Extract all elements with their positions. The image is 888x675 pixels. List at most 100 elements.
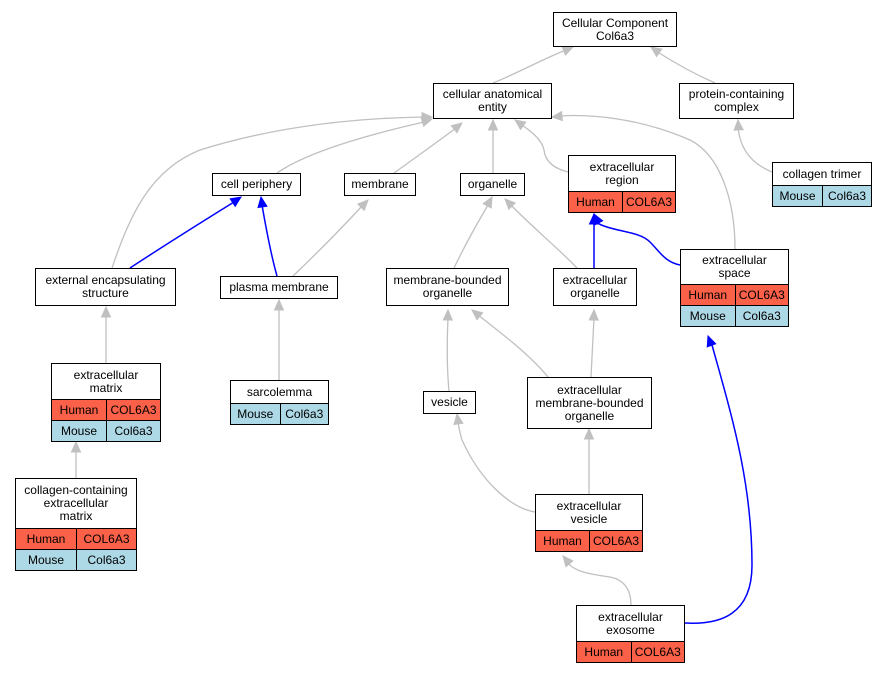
mouse-annotation-row: Mouse Col6a3 xyxy=(681,305,788,326)
edge-ext_organelle-to-organelle xyxy=(504,198,578,269)
mouse-annotation-row: Mouse Col6a3 xyxy=(231,403,328,424)
node-extracellular-vesicle[interactable]: extracellular vesicle Human COL6A3 xyxy=(535,494,643,552)
edge-arrowhead xyxy=(70,440,82,453)
node-external-encapsulating-structure[interactable]: external encapsulating structure xyxy=(35,268,176,306)
gene-cell: COL6A3 xyxy=(630,642,685,662)
edge-arrowhead xyxy=(482,195,493,209)
species-cell: Mouse xyxy=(689,309,726,323)
species-cell: Human xyxy=(543,534,582,548)
edge-arrowhead xyxy=(733,118,744,131)
node-label: collagen trimer xyxy=(782,166,862,181)
species-cell: Mouse xyxy=(779,189,816,203)
node-label: cell periphery xyxy=(220,177,293,191)
edge-line xyxy=(590,317,595,378)
node-membrane[interactable]: membrane xyxy=(344,173,416,196)
node-extracellular-matrix[interactable]: extracellular matrix Human COL6A3 Mouse … xyxy=(51,363,161,442)
node-label: external encapsulating structure xyxy=(45,273,166,300)
edge-arrowhead xyxy=(421,111,434,123)
edge-collagen_trimer-to-pcc xyxy=(733,118,773,173)
node-label: extracellular matrix xyxy=(73,367,139,395)
node-label: sarcolemma xyxy=(246,384,313,399)
gene-cell: COL6A3 xyxy=(106,400,160,420)
edge-ext_vesicle-to-ext_mbo xyxy=(583,427,595,494)
edge-arrowhead xyxy=(562,555,574,568)
node-collagen-trimer[interactable]: collagen trimer Mouse Col6a3 xyxy=(772,162,872,207)
node-protein-containing-complex[interactable]: protein-containing complex xyxy=(679,83,794,119)
species-cell: Human xyxy=(59,403,99,417)
species-cell: Human xyxy=(688,288,728,302)
edge-ext_encap-to-cae xyxy=(111,111,434,269)
gene-cell: Col6a3 xyxy=(76,550,136,570)
node-label: membrane xyxy=(351,177,409,191)
edge-arrowhead xyxy=(100,305,112,318)
node-cellular-anatomical-entity[interactable]: cellular anatomical entity xyxy=(433,83,552,119)
node-extracellular-exosome[interactable]: extracellular exosome Human COL6A3 xyxy=(576,605,685,663)
species-cell: Mouse xyxy=(60,424,98,438)
edge-arrowhead xyxy=(450,122,463,134)
edge-arrowhead xyxy=(504,198,517,211)
node-cellular-component[interactable]: Cellular Component Col6a3 xyxy=(553,12,677,47)
edge-arrowhead xyxy=(453,412,464,426)
human-annotation-row: Human COL6A3 xyxy=(569,191,675,212)
edge-mbo-to-organelle xyxy=(453,195,493,269)
edge-arrowhead xyxy=(550,110,563,122)
gene-cell: Col6a3 xyxy=(279,404,329,424)
node-label: extracellular space xyxy=(702,253,767,280)
mouse-annotation-row: Mouse Col6a3 xyxy=(773,185,871,206)
edge-line xyxy=(559,114,736,250)
gene-cell: COL6A3 xyxy=(76,529,136,549)
species-cell: Mouse xyxy=(27,553,65,567)
node-collagen-containing-extracellular-matrix[interactable]: collagen-containing extracellular matrix… xyxy=(15,478,137,571)
edge-pcc-to-cc_root xyxy=(650,46,716,84)
edge-line xyxy=(737,126,773,173)
gene-cell: Col6a3 xyxy=(106,421,160,441)
node-organelle[interactable]: organelle xyxy=(460,173,525,196)
mouse-annotation-row: Mouse Col6a3 xyxy=(52,420,160,441)
gene-cell: COL6A3 xyxy=(589,531,642,551)
edge-line xyxy=(492,49,567,84)
node-sarcolemma[interactable]: sarcolemma Mouse Col6a3 xyxy=(230,380,329,425)
edge-arrowhead xyxy=(561,46,575,56)
edge-vesicle-to-mbo xyxy=(442,308,454,392)
edge-line xyxy=(393,127,457,174)
human-annotation-row: Human COL6A3 xyxy=(52,399,160,420)
node-extracellular-region[interactable]: extracellular region Human COL6A3 xyxy=(568,155,676,213)
edge-arrowhead xyxy=(588,308,599,321)
edge-plasma_membrane-to-cell_periphery xyxy=(257,195,278,277)
edge-plasma_membrane-to-membrane xyxy=(292,199,369,277)
edge-line xyxy=(276,121,425,174)
edge-arrowhead xyxy=(650,46,663,58)
edge-arrowhead xyxy=(471,309,484,321)
edge-arrowhead xyxy=(442,308,454,321)
human-annotation-row: Human COL6A3 xyxy=(681,284,788,305)
node-extracellular-space[interactable]: extracellular space Human COL6A3 Mouse C… xyxy=(680,249,789,327)
edge-organelle-to-cae xyxy=(487,118,499,173)
gene-cell: Col6a3 xyxy=(822,186,871,206)
edge-line xyxy=(567,562,632,606)
node-cell-periphery[interactable]: cell periphery xyxy=(212,173,301,196)
node-label: extracellular membrane-bounded organelle xyxy=(535,382,644,423)
gene-cell: Col6a3 xyxy=(734,306,789,326)
human-annotation-row: Human COL6A3 xyxy=(536,530,642,551)
edge-sarcolemma-to-plasma_membrane xyxy=(273,298,285,380)
node-extracellular-organelle[interactable]: extracellular organelle xyxy=(553,268,637,306)
edge-arrowhead xyxy=(593,212,604,226)
node-membrane-bounded-organelle[interactable]: membrane-bounded organelle xyxy=(386,268,509,306)
edge-line xyxy=(129,201,235,269)
edge-arrowhead xyxy=(514,119,527,131)
edge-line xyxy=(111,116,425,269)
species-cell: Human xyxy=(584,645,624,659)
species-cell: Human xyxy=(26,532,66,546)
edge-cae-to-cc_root xyxy=(492,46,575,84)
node-label: organelle xyxy=(467,177,518,191)
node-label: extracellular region xyxy=(589,159,655,187)
edge-arrowhead xyxy=(229,196,243,208)
species-cell: Mouse xyxy=(237,407,274,421)
edge-line xyxy=(446,317,450,392)
edge-ext_vesicle-to-vesicle xyxy=(453,412,536,513)
node-extracellular-membrane-bounded-organelle[interactable]: extracellular membrane-bounded organelle xyxy=(527,377,652,429)
node-plasma-membrane[interactable]: plasma membrane xyxy=(220,276,338,299)
node-vesicle[interactable]: vesicle xyxy=(423,391,476,414)
